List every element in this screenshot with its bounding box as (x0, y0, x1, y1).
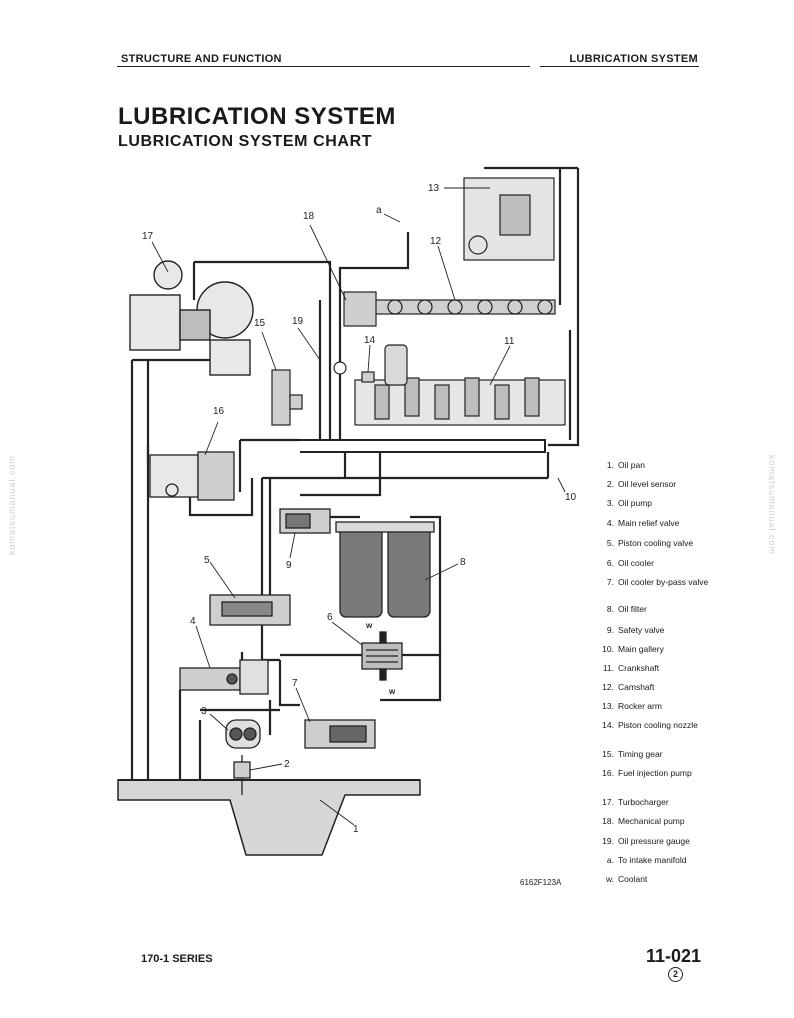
piston-cooling-nozzle-icon (361, 371, 375, 383)
callout-15: 15 (254, 318, 266, 329)
callout-2: 2 (284, 759, 290, 770)
callout-10: 10 (565, 492, 577, 503)
callout-17: 17 (142, 231, 154, 242)
fuel-injection-pump-icon (149, 451, 235, 501)
revision-badge: 2 (668, 967, 683, 982)
oil-filter-icon (335, 521, 435, 618)
page-title: LUBRICATION SYSTEM (118, 103, 396, 130)
rocker-arm-icon (463, 177, 555, 261)
callout-8: 8 (460, 557, 466, 568)
callout-18: 18 (303, 211, 315, 222)
callout-3: 3 (201, 706, 207, 717)
crankshaft-icon (354, 344, 566, 426)
callout-13: 13 (428, 183, 440, 194)
callout-19: 19 (292, 316, 304, 327)
safety-valve-icon (279, 508, 331, 534)
callout-16: 16 (213, 406, 225, 417)
oil-pan-icon (117, 779, 421, 856)
callout-6: 6 (327, 612, 333, 623)
callout-14: 14 (364, 335, 376, 346)
footer-series: 170-1 SERIES (141, 953, 213, 965)
oil-pump-icon (225, 719, 261, 749)
callout-11: 11 (504, 336, 515, 347)
callout-12: 12 (430, 236, 442, 247)
turbocharger-icon (129, 260, 254, 376)
callout-w-top: w (365, 621, 373, 630)
footer-page-number: 11-021 (646, 946, 702, 966)
callout-a: a (376, 205, 382, 216)
page-subtitle: LUBRICATION SYSTEM CHART (118, 133, 373, 150)
header-chapter-title: LUBRICATION SYSTEM (569, 53, 698, 65)
callout-5: 5 (204, 555, 210, 566)
oil-level-sensor-icon (233, 755, 251, 795)
oil-cooler-bypass-valve-icon (304, 719, 376, 749)
header-section-title: STRUCTURE AND FUNCTION (121, 53, 282, 65)
figure-reference: 6162F123A (520, 878, 562, 887)
oil-pressure-gauge-icon (333, 361, 347, 375)
mechanical-pump-icon (343, 291, 377, 327)
callout-1: 1 (353, 824, 359, 835)
callout-w-bottom: w (388, 687, 396, 696)
main-relief-valve-icon (179, 659, 269, 695)
piston-cooling-valve-icon (209, 594, 291, 626)
callout-9: 9 (286, 560, 292, 571)
header-rule (117, 66, 699, 67)
camshaft-icon (374, 299, 556, 315)
oil-cooler-icon (361, 631, 403, 681)
callout-4: 4 (190, 616, 196, 627)
header-rule-gap (530, 63, 540, 69)
callout-7: 7 (292, 678, 298, 689)
timing-gear-icon (271, 369, 303, 426)
